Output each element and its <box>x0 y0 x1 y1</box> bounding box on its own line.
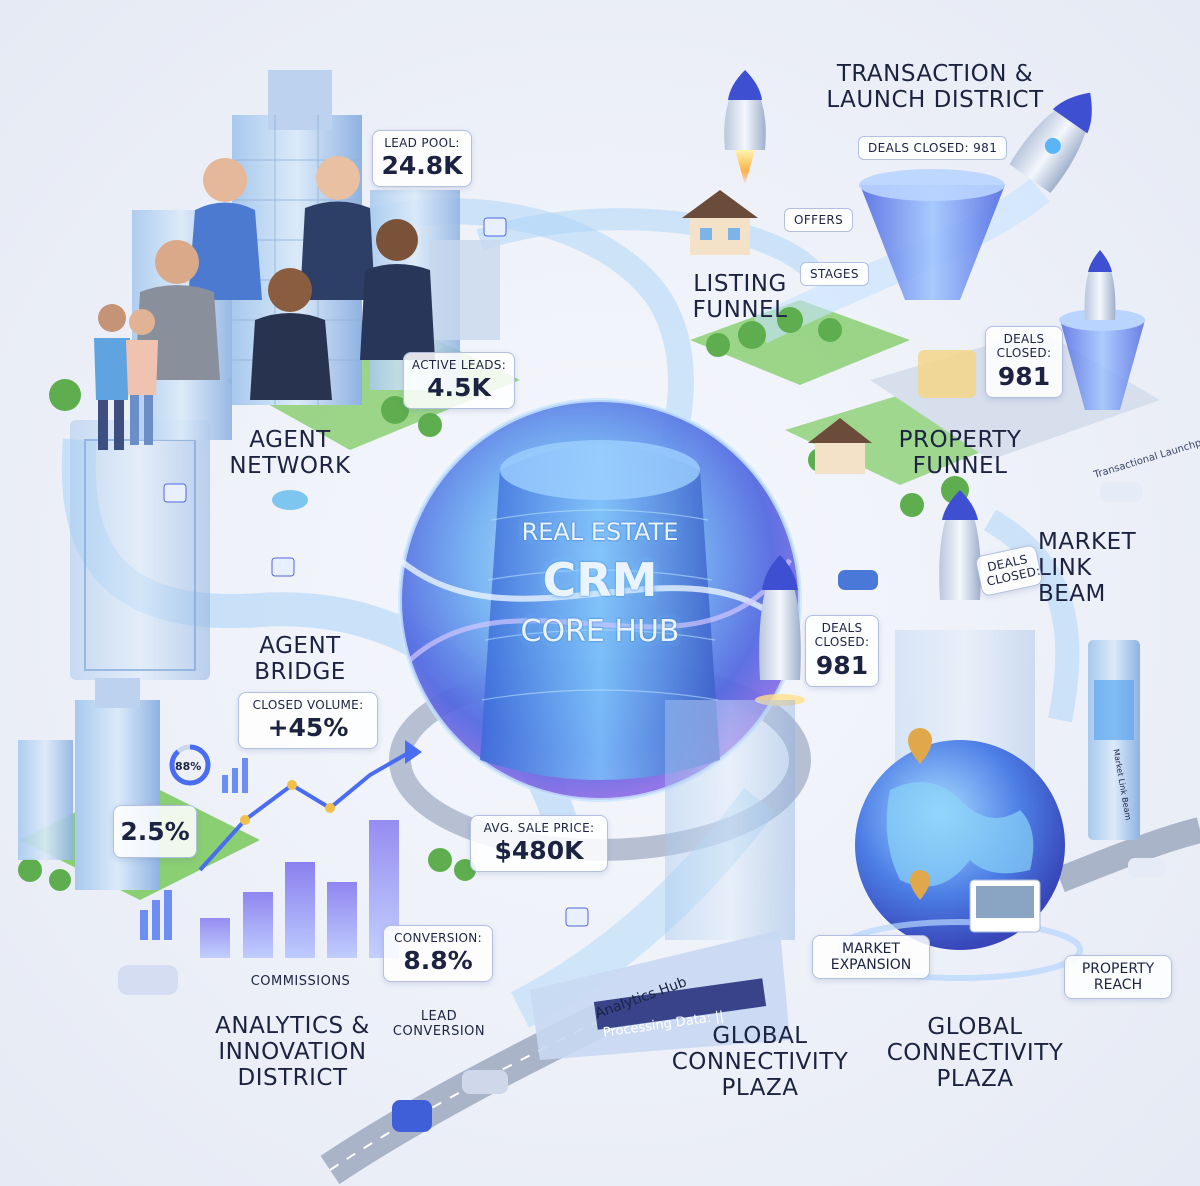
analytics-bars <box>140 820 399 958</box>
ring-chart <box>169 744 211 786</box>
road-east <box>1055 817 1200 893</box>
rate-value: 2.5% <box>120 817 190 846</box>
lead-pool-value: 24.8K <box>381 151 463 181</box>
deals-closed-card-a: Deals Closed: 981 <box>985 326 1063 398</box>
market-expansion-tag: Market Expansion <box>812 935 930 979</box>
agent-bridge-tower <box>70 420 210 680</box>
conversion-value: 8.8% <box>403 946 473 976</box>
avg-sale-price-card: Avg. Sale Price: $480K <box>470 815 608 873</box>
pond <box>272 490 308 510</box>
gold-container <box>918 350 976 398</box>
deals-closed-b-label: Deals Closed: <box>814 621 870 650</box>
closed-volume-value: +45% <box>267 713 349 743</box>
lead-conversion-tag: Lead Conversion <box>392 1009 486 1039</box>
growth-line <box>198 750 411 872</box>
global-plaza-label-2: Global Connectivity Plaza <box>886 1014 1064 1092</box>
growth-points <box>240 780 335 825</box>
market-link-tube <box>983 509 1080 723</box>
rocket-launch <box>1009 92 1092 194</box>
transaction-district-label: Transaction & Launch District <box>826 61 1044 113</box>
house-chip-icons <box>163 217 589 927</box>
stages-tag: Stages <box>800 262 869 286</box>
conversion-card: Conversion: 8.8% <box>383 925 493 983</box>
offers-tag: Offers <box>784 208 854 232</box>
deals-closed-a-label: Deals Closed: <box>996 332 1052 361</box>
deals-closed-pill: Deals Closed: 981 <box>858 136 1008 160</box>
house-property <box>808 418 872 474</box>
listing-funnel-label: Listing Funnel <box>692 271 788 323</box>
rate-card: 2.5% <box>113 805 197 858</box>
analytics-tower-2 <box>18 740 73 860</box>
cars <box>118 482 1166 1132</box>
global-plaza-label-1: Global Connectivity Plaza <box>671 1023 849 1101</box>
ring-percent-label: 88% <box>175 760 201 773</box>
deals-closed-card-b: Deals Closed: 981 <box>805 615 879 687</box>
property-funnel <box>1060 320 1145 410</box>
avg-sale-price-label: Avg. Sale Price: <box>483 821 595 835</box>
agent-bridge-label: Agent Bridge <box>254 633 346 685</box>
hub-title-line2: CRM <box>542 553 658 607</box>
rocket-right <box>1084 250 1116 320</box>
rocket-top <box>724 70 766 185</box>
avg-sale-price-value: $480K <box>494 836 584 866</box>
closed-volume-label: Closed Volume: <box>252 698 364 712</box>
grass-platform-listing <box>690 300 910 385</box>
core-hub-tower <box>480 445 720 780</box>
deals-closed-b-value: 981 <box>815 650 869 680</box>
commissions-tag: Commissions <box>250 974 351 989</box>
analytics-tower-1 <box>75 700 160 890</box>
hub-title-line1: Real Estate <box>521 518 679 546</box>
agent-people <box>94 156 435 450</box>
deals-closed-a-value: 981 <box>997 361 1051 391</box>
conversion-label: Conversion: <box>394 931 482 945</box>
agent-network-label: Agent Network <box>229 427 351 479</box>
analytics-district-label: Analytics & Innovation District <box>215 1013 370 1091</box>
active-leads-value: 4.5K <box>427 373 491 403</box>
hub-title-line3: Core Hub <box>520 614 680 649</box>
lead-pool-card: Lead Pool: 24.8K <box>372 130 472 188</box>
house-listing <box>682 190 758 255</box>
active-leads-card: Active Leads: 4.5K <box>403 352 515 410</box>
rocket-market-1 <box>939 490 981 600</box>
lead-pool-label: Lead Pool: <box>384 136 460 150</box>
listing-funnel <box>860 185 1005 300</box>
glass-gantry <box>665 700 795 940</box>
trees <box>18 307 969 891</box>
market-link-beam-label: Market Link Beam <box>1038 529 1137 607</box>
deals-closed-doc-label: Deals Closed: <box>985 552 1042 590</box>
closed-volume-card: Closed Volume: +45% <box>238 692 378 750</box>
agent-tower-top <box>268 70 332 130</box>
property-reach-tag: Property Reach <box>1064 955 1172 999</box>
property-funnel-label: Property Funnel <box>898 427 1022 479</box>
active-leads-label: Active Leads: <box>411 358 507 372</box>
map-pins <box>908 728 932 900</box>
